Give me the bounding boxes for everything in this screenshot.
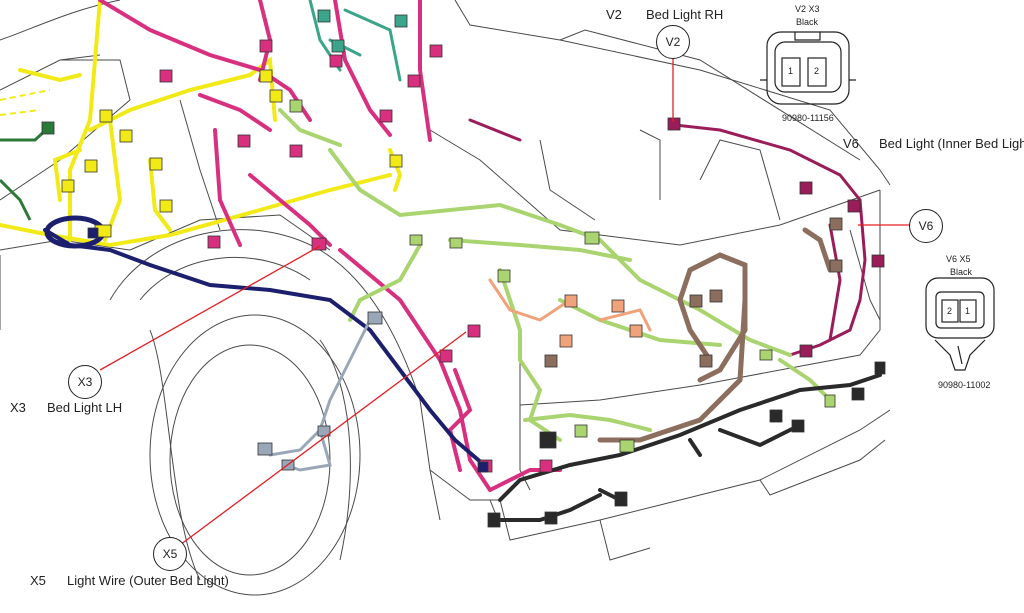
connector-name-x3: Bed Light LH: [47, 400, 123, 415]
callout-v2: V2: [656, 25, 690, 59]
face-view-pin-left: 2: [947, 306, 953, 316]
harness-navy: [43, 215, 492, 472]
harness-yellow-dashed: [0, 89, 51, 116]
connector-name-v6: Bed Light (Inner Bed Light): [879, 136, 1024, 151]
harness-gray: [268, 318, 372, 472]
face-view-part-v2-x3: 90980-11156: [782, 113, 834, 123]
callout-v6: V6: [909, 209, 943, 243]
connector-blocks: [41, 9, 886, 528]
harness-dark: [498, 373, 882, 522]
face-view-title-v6-x5: V6 X5: [946, 254, 971, 264]
connector-code-v2: V2: [606, 7, 622, 22]
callout-x3: X3: [68, 365, 102, 399]
connector-code-x5: X5: [30, 573, 46, 588]
connector-code-x3: X3: [10, 400, 26, 415]
callout-lines: [99, 57, 910, 546]
harness-magenta: [468, 118, 867, 357]
connector-face-v2-x3: [760, 31, 856, 105]
connector-name-x5: Light Wire (Outer Bed Light): [67, 573, 229, 588]
callout-x5: X5: [153, 537, 187, 571]
face-view-part-v6-x5: 90980-11002: [938, 380, 991, 390]
face-view-pin-2: 2: [814, 66, 820, 76]
face-view-title-v2-x3: V2 X3: [795, 4, 820, 14]
harness-dark-green: [0, 126, 50, 221]
face-view-color-v2-x3: Black: [796, 17, 819, 27]
connector-face-v6-x5: [925, 277, 995, 371]
harness-orange: [488, 278, 652, 332]
face-view-pin-1: 1: [788, 66, 794, 76]
connector-code-v6: V6: [843, 136, 859, 151]
vehicle-outline: [0, 0, 891, 596]
face-view-pin-right: 1: [965, 306, 971, 316]
face-view-color-v6-x5: Black: [950, 267, 973, 277]
connector-name-v2: Bed Light RH: [646, 7, 724, 22]
